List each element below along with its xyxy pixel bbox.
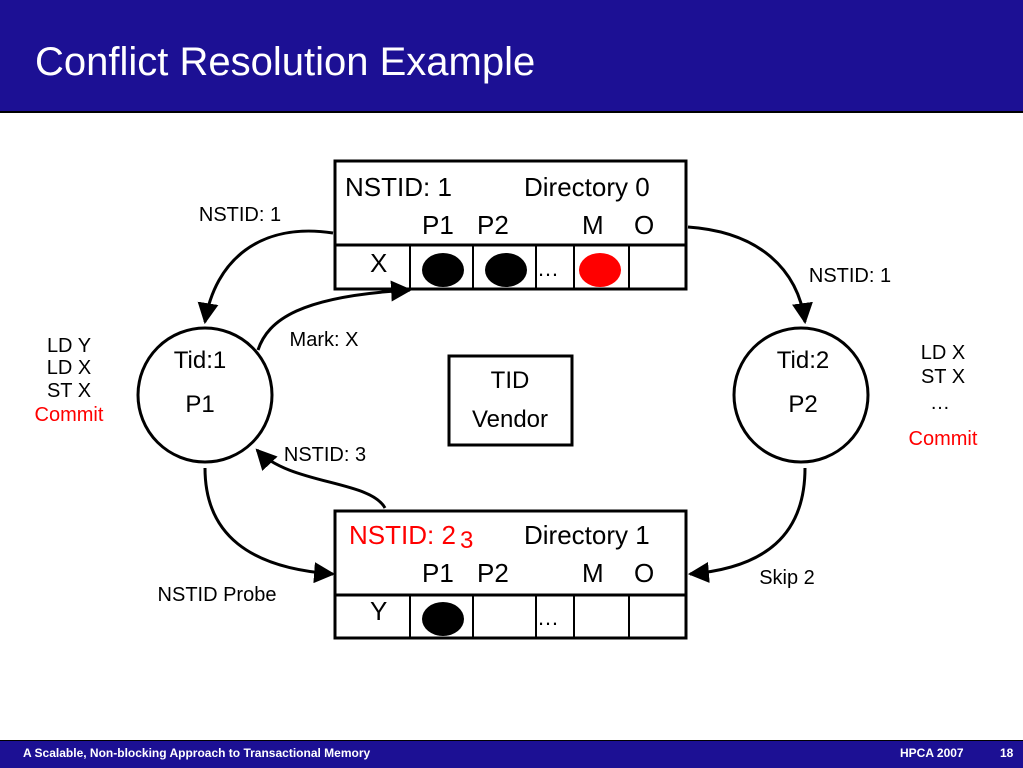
label-skip-2: Skip 2 bbox=[759, 567, 815, 589]
directory-1-p1-sharer-dot bbox=[422, 602, 464, 636]
directory-1-nstid-new-digit: 3 bbox=[460, 527, 473, 554]
processor-p1-name: P1 bbox=[185, 391, 214, 418]
processor-p2: Tid:2 P2 bbox=[732, 326, 870, 464]
directory-1: NSTID: 2 3 Directory 1 P1 P2 M O Y … bbox=[333, 509, 688, 640]
directory-0-p2-sharer-dot bbox=[485, 253, 527, 287]
directory-1-col-p1: P1 bbox=[422, 558, 454, 588]
title-bar: Conflict Resolution Example bbox=[0, 0, 1023, 113]
directory-0-col-m: M bbox=[582, 210, 604, 240]
arrow-dir0-to-p2 bbox=[687, 225, 813, 325]
directory-1-col-o: O bbox=[634, 558, 654, 588]
p1-op: LD X bbox=[47, 357, 91, 379]
processor-p1-circle bbox=[136, 326, 274, 464]
label-nstid-to-p1: NSTID: 1 bbox=[199, 204, 281, 226]
arrow-p1-probe-dir1 bbox=[203, 467, 336, 584]
directory-1-nstid: NSTID: 2 bbox=[349, 520, 456, 550]
processor-p2-circle bbox=[732, 326, 870, 464]
p2-op: LD X bbox=[921, 342, 965, 364]
label-mark-x: Mark: X bbox=[290, 329, 359, 351]
processor-p1: Tid:1 P1 bbox=[136, 326, 274, 464]
directory-0-name: Directory 0 bbox=[524, 172, 650, 202]
p1-op: ST X bbox=[47, 380, 91, 402]
slide-title: Conflict Resolution Example bbox=[35, 40, 536, 84]
directory-0-ellipsis: … bbox=[537, 256, 559, 281]
footer-conference: HPCA 2007 bbox=[900, 746, 964, 760]
p1-commit-status: Commit bbox=[35, 404, 104, 426]
p2-commit-status: Commit bbox=[909, 428, 978, 450]
directory-0-p1-sharer-dot bbox=[422, 253, 464, 287]
directory-1-address: Y bbox=[370, 596, 387, 626]
directory-1-ellipsis: … bbox=[537, 605, 559, 630]
tid-vendor-line1: TID bbox=[491, 367, 530, 394]
processor-p1-tid: Tid:1 bbox=[174, 347, 226, 374]
tid-vendor-line2: Vendor bbox=[472, 406, 548, 433]
processor-p2-name: P2 bbox=[788, 391, 817, 418]
directory-0-col-o: O bbox=[634, 210, 654, 240]
p1-operation-list: LD Y LD X ST X Commit bbox=[35, 335, 104, 426]
label-nstid-probe: NSTID Probe bbox=[158, 584, 277, 606]
directory-0-modified-dot bbox=[579, 253, 621, 287]
directory-0: NSTID: 1 Directory 0 P1 P2 M O X … bbox=[333, 159, 688, 291]
directory-0-col-p2: P2 bbox=[477, 210, 509, 240]
directory-1-frame bbox=[333, 509, 688, 640]
arrow-p2-skip-dir1 bbox=[687, 467, 807, 583]
p1-op: LD Y bbox=[47, 335, 91, 357]
arrow-dir1-to-p1 bbox=[255, 448, 387, 509]
label-nstid-3: NSTID: 3 bbox=[284, 444, 366, 466]
arrow-dir0-to-p1 bbox=[197, 229, 334, 325]
p2-op: ST X bbox=[921, 366, 965, 388]
footer-page-number: 18 bbox=[1000, 746, 1014, 760]
arrow-mark-p1-to-dir0 bbox=[256, 280, 413, 351]
p2-operation-list: LD X ST X … Commit bbox=[909, 342, 978, 450]
directory-0-address: X bbox=[370, 248, 387, 278]
label-nstid-to-p2: NSTID: 1 bbox=[809, 265, 891, 287]
directory-1-col-m: M bbox=[582, 558, 604, 588]
p2-op: … bbox=[930, 392, 950, 414]
tid-vendor: TID Vendor bbox=[447, 354, 574, 447]
directory-1-name: Directory 1 bbox=[524, 520, 650, 550]
directory-0-nstid: NSTID: 1 bbox=[345, 172, 452, 202]
footer-paper-title: A Scalable, Non-blocking Approach to Tra… bbox=[23, 746, 371, 760]
directory-0-col-p1: P1 bbox=[422, 210, 454, 240]
processor-p2-tid: Tid:2 bbox=[777, 347, 829, 374]
tid-vendor-box bbox=[447, 354, 574, 447]
directory-1-col-p2: P2 bbox=[477, 558, 509, 588]
footer-bar: A Scalable, Non-blocking Approach to Tra… bbox=[0, 740, 1023, 768]
